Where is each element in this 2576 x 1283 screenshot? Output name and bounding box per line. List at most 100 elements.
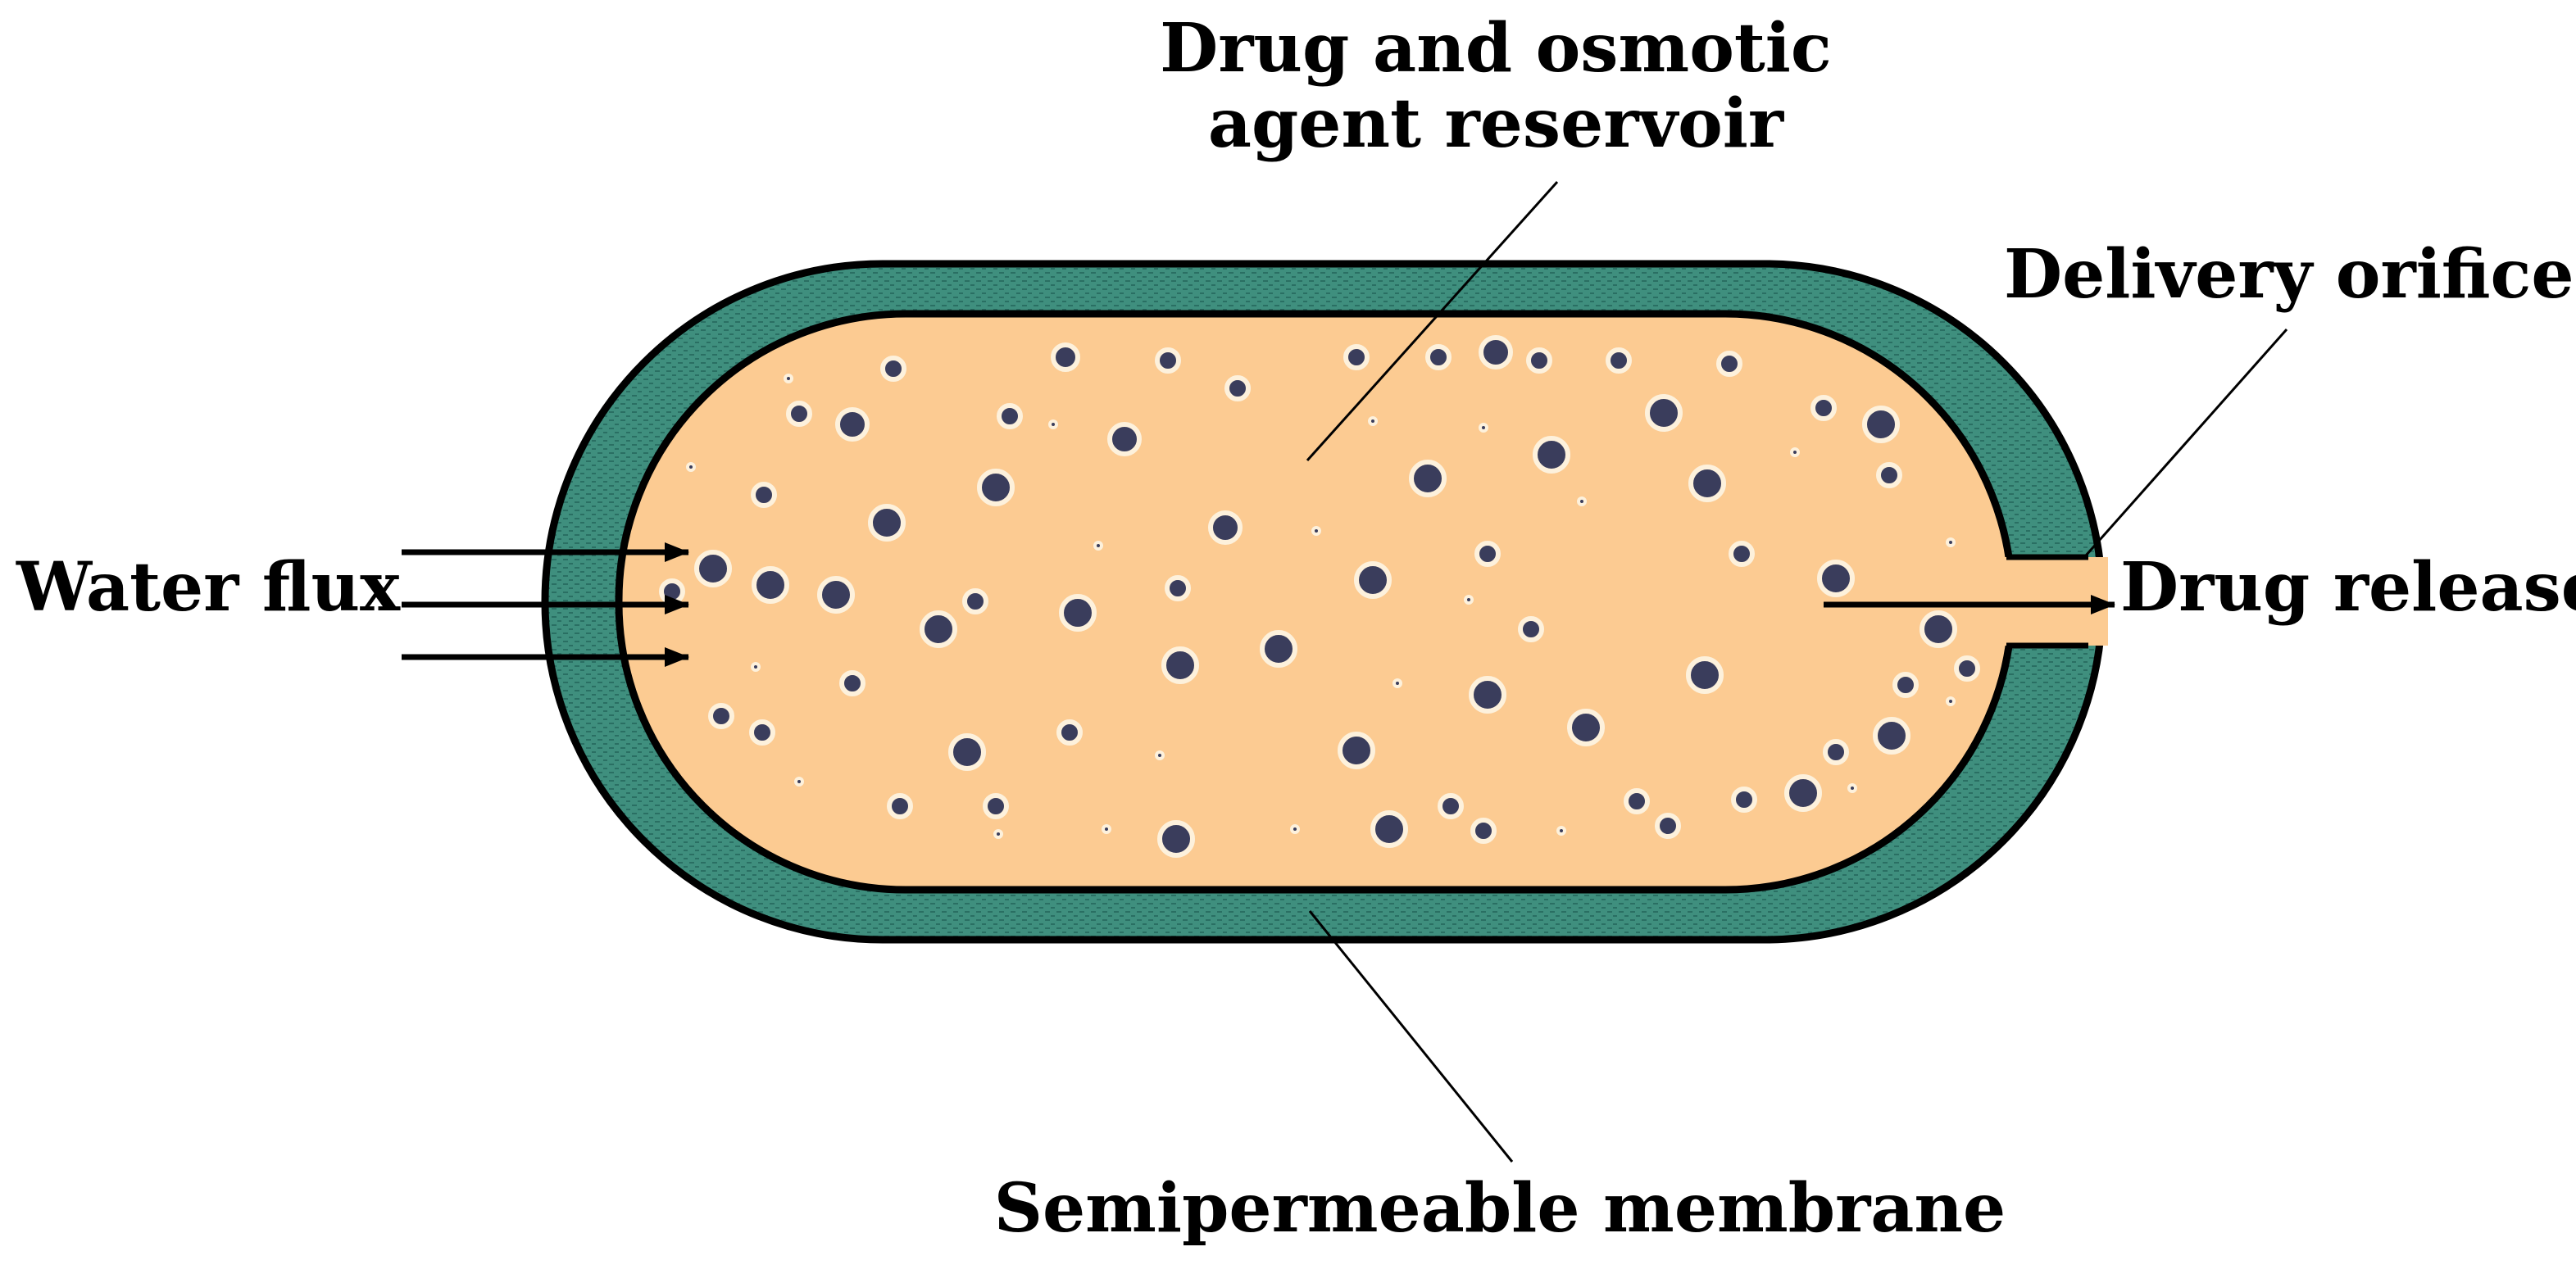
drug-particle [1056,719,1083,746]
drug-particle [1425,344,1452,370]
drug-particle [1392,678,1402,688]
drug-particle [1370,810,1408,848]
delivery-orifice-label: Delivery orifice [2004,235,2574,314]
drug-particle [1731,787,1757,813]
drug-particle [1155,347,1181,374]
drug-particle [659,578,685,605]
drug-particle [887,793,913,819]
drug-particle [1470,818,1497,844]
drug-particle [1655,813,1681,839]
reservoir-label: Drug and osmotic agent reservoir [1065,11,1926,162]
drug-particle [1954,655,1980,682]
drug-particle [1518,616,1544,642]
drug-particle [1157,820,1195,858]
delivery-orifice [2000,557,2108,646]
drug-particle [1368,416,1378,426]
drug-particle [1526,347,1552,374]
drug-particle [880,356,906,382]
drug-particle [1688,465,1726,502]
drug-particle [1946,696,1956,706]
drug-particle [1892,672,1919,698]
reservoir-leader-line [1306,180,1559,462]
drug-particle [1577,496,1587,506]
drug-particle [1048,419,1058,429]
drug-particle [1290,824,1300,834]
drug-particle [1161,646,1199,684]
drug-particle [1873,717,1910,755]
drug-particle [708,703,734,729]
drug-particle [1556,826,1566,836]
drug-particle [983,793,1009,819]
drug-particle [1165,575,1191,601]
drug-particle [794,777,804,787]
drug-particle [1817,560,1855,597]
drug-particle [1438,793,1464,819]
drug-particle [1533,436,1570,474]
water-flux-label: Water flux [16,548,401,627]
drug-particle [1464,595,1474,605]
drug-particle [1862,406,1900,443]
membrane-label: Semipermeable membrane [993,1169,2006,1248]
drug-particle [1474,541,1501,567]
drug-particle [1784,774,1822,812]
drug-particle [1093,541,1103,551]
drug-particle [786,401,812,427]
drug-particle [977,469,1015,506]
reservoir-label-line1: Drug and osmotic [1160,9,1832,88]
drug-particle [1567,709,1605,746]
drug-particle [993,829,1003,839]
drug-particle [1155,750,1165,760]
drug-particle [997,403,1023,429]
drug-particle [1059,594,1097,632]
drug-particle [1311,526,1321,536]
drug-particle [962,588,988,614]
drug-particle [1847,783,1857,793]
drug-particle [1409,460,1447,497]
drug-particle [752,566,789,604]
reservoir-label-line2: agent reservoir [1207,84,1784,163]
drug-particle [1208,510,1243,545]
drug-particle [1876,462,1902,488]
drug-particle [1810,395,1837,421]
drug-particle [839,670,865,696]
drug-particle [920,610,957,648]
drug-particle [1354,561,1392,599]
drug-particle [1479,335,1513,369]
drug-particle [1479,423,1488,433]
drug-particle [1823,739,1849,765]
drug-particle [686,462,696,472]
drug-particle [1920,610,1957,648]
drug-particle [948,733,986,771]
membrane-leader-line [1308,910,1514,1163]
drug-particle [1606,347,1632,374]
drug-particle [1790,447,1800,457]
drug-particle [1686,656,1724,694]
drug-particle [1338,732,1375,769]
drug-particle [1716,351,1742,377]
drug-particle [749,719,775,746]
water-flux-arrows [402,542,689,667]
drug-particle [1624,788,1650,814]
drug-particle [1102,824,1111,834]
drug-particle [751,662,761,672]
drug-release-label: Drug release [2120,548,2576,627]
drug-particle [1946,537,1956,547]
drug-particle [817,576,855,614]
drug-particles [659,335,1980,858]
drug-particle [694,550,732,587]
drug-particle [751,482,777,508]
drug-particle [784,374,793,383]
drug-particle [1729,541,1755,567]
drug-particle [835,407,870,442]
drug-particle [1051,342,1080,372]
drug-particle [1469,676,1506,714]
drug-particle [1260,630,1297,668]
drug-particle [1343,344,1370,370]
drug-particle [1224,375,1251,401]
drug-particle [1645,394,1683,432]
orifice-leader-line [2084,329,2288,556]
drug-particle [1107,422,1142,456]
drug-particle [868,504,906,542]
